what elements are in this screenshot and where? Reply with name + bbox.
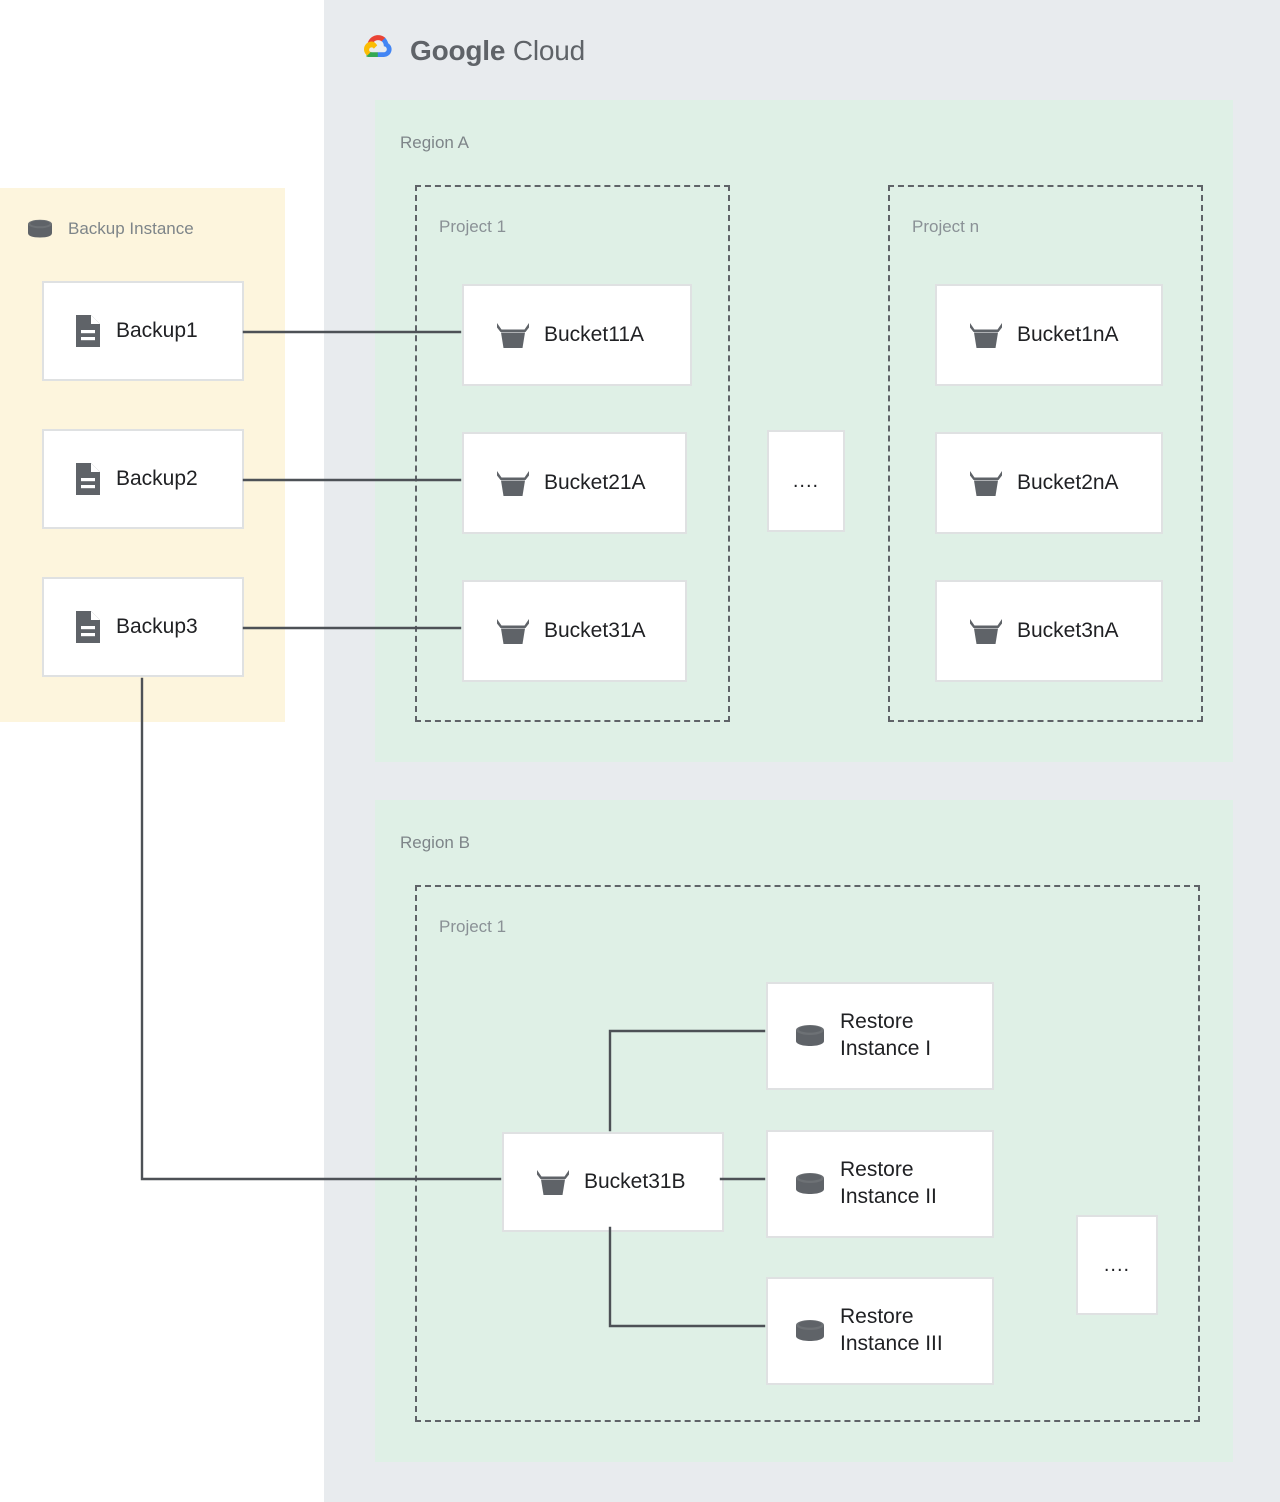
node-label: Restore Instance I bbox=[840, 1010, 932, 1060]
node-label: Backup3 bbox=[116, 614, 198, 638]
node-restore-instance-i[interactable]: Restore Instance I bbox=[766, 982, 994, 1090]
node-backup1[interactable]: Backup1 bbox=[42, 281, 244, 381]
node-bucket11a[interactable]: Bucket11A bbox=[462, 284, 692, 386]
storage-bucket-icon bbox=[536, 1167, 570, 1197]
ellipsis-label: .... bbox=[792, 469, 820, 492]
project-n-region-a: Project n Bucket1nA Bucket2nA bbox=[888, 185, 1203, 722]
document-icon bbox=[74, 610, 102, 644]
database-cylinder-icon bbox=[26, 218, 54, 240]
node-restore-instance-iii[interactable]: Restore Instance III bbox=[766, 1277, 994, 1385]
node-bucket2na[interactable]: Bucket2nA bbox=[935, 432, 1163, 534]
storage-bucket-icon bbox=[496, 320, 530, 350]
node-label: Bucket21A bbox=[544, 470, 646, 494]
node-label: Bucket31B bbox=[584, 1169, 686, 1193]
storage-bucket-icon bbox=[496, 468, 530, 498]
node-backup2[interactable]: Backup2 bbox=[42, 429, 244, 529]
node-label: Bucket11A bbox=[544, 322, 645, 346]
node-label: Bucket2nA bbox=[1017, 470, 1119, 494]
node-label: Backup1 bbox=[116, 318, 198, 342]
node-label: Bucket1nA bbox=[1017, 322, 1119, 346]
storage-bucket-icon bbox=[969, 616, 1003, 646]
database-cylinder-icon bbox=[794, 1318, 826, 1344]
ellipsis-box-region-a: .... bbox=[767, 430, 845, 532]
node-label: Bucket31A bbox=[544, 618, 646, 642]
google-cloud-wordmark: Google Cloud bbox=[410, 35, 585, 67]
project-1-region-b: Project 1 Bucket31B bbox=[415, 885, 1200, 1422]
node-label: Restore Instance III bbox=[840, 1305, 943, 1355]
node-bucket3na[interactable]: Bucket3nA bbox=[935, 580, 1163, 682]
project-n-region-a-label: Project n bbox=[912, 217, 980, 236]
project-1-region-a-label: Project 1 bbox=[439, 217, 507, 236]
project-1-region-b-label: Project 1 bbox=[439, 917, 507, 936]
database-cylinder-icon bbox=[794, 1023, 826, 1049]
node-bucket31a[interactable]: Bucket31A bbox=[462, 580, 687, 682]
node-bucket1na[interactable]: Bucket1nA bbox=[935, 284, 1163, 386]
node-label: Restore Instance II bbox=[840, 1158, 937, 1208]
document-icon bbox=[74, 462, 102, 496]
ellipsis-box-region-b: .... bbox=[1076, 1215, 1158, 1315]
backup-instance-title: Backup Instance bbox=[68, 219, 194, 238]
node-bucket31b[interactable]: Bucket31B bbox=[502, 1132, 724, 1232]
project-1-region-a: Project 1 Bucket11A Bucket21A bbox=[415, 185, 730, 722]
node-label: Bucket3nA bbox=[1017, 618, 1119, 642]
document-icon bbox=[74, 314, 102, 348]
region-b-container: Region B Project 1 Bucket31B bbox=[375, 800, 1233, 1462]
storage-bucket-icon bbox=[969, 320, 1003, 350]
backup-instance-panel: Backup Instance Backup1 bbox=[0, 188, 285, 722]
storage-bucket-icon bbox=[496, 616, 530, 646]
database-cylinder-icon bbox=[794, 1171, 826, 1197]
node-bucket21a[interactable]: Bucket21A bbox=[462, 432, 687, 534]
region-b-label: Region B bbox=[400, 833, 470, 852]
node-restore-instance-ii[interactable]: Restore Instance II bbox=[766, 1130, 994, 1238]
google-cloud-branding: Google Cloud bbox=[356, 30, 585, 71]
node-label: Backup2 bbox=[116, 466, 198, 490]
brand-cloud: Cloud bbox=[505, 34, 585, 66]
google-cloud-logo-icon bbox=[356, 30, 398, 71]
storage-bucket-icon bbox=[969, 468, 1003, 498]
region-a-label: Region A bbox=[400, 133, 469, 152]
brand-google: Google bbox=[410, 34, 506, 66]
region-a-container: Region A Project 1 Bucket11A bbox=[375, 100, 1233, 762]
backup-instance-header: Backup Instance bbox=[26, 218, 194, 240]
ellipsis-label: .... bbox=[1103, 1253, 1131, 1276]
node-backup3[interactable]: Backup3 bbox=[42, 577, 244, 677]
